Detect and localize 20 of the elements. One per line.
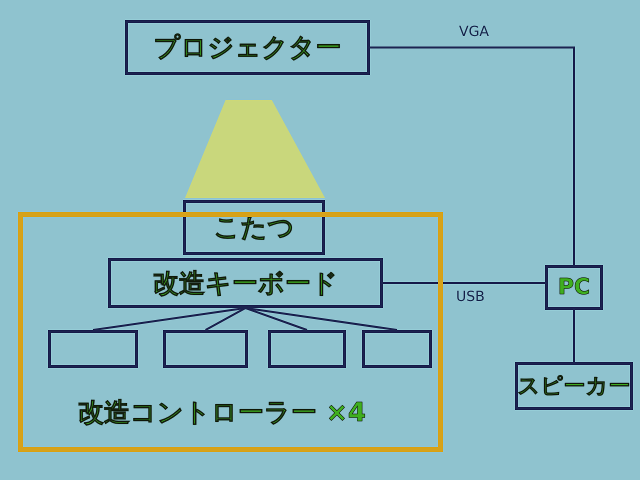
connector-line — [92, 307, 246, 331]
component-box: プロジェクター — [125, 20, 370, 75]
empty-box — [163, 330, 248, 368]
group-frame — [18, 212, 443, 452]
connector-line — [383, 282, 545, 284]
edge-label: VGA — [457, 24, 492, 40]
connector-line — [370, 46, 575, 265]
component-box: PC — [545, 265, 603, 310]
connector-line — [573, 310, 575, 362]
component-box: スピーカー — [515, 362, 633, 410]
empty-box — [362, 330, 432, 368]
connector-line — [205, 307, 246, 331]
connector-line — [245, 307, 308, 331]
light-beam — [185, 100, 325, 198]
caption-text: 改造コントローラー ×4 — [78, 397, 366, 430]
component-box: 改造キーボード — [108, 258, 383, 308]
empty-box — [268, 330, 346, 368]
empty-box — [48, 330, 138, 368]
component-box: こたつ — [183, 200, 325, 255]
connector-line — [245, 307, 398, 331]
